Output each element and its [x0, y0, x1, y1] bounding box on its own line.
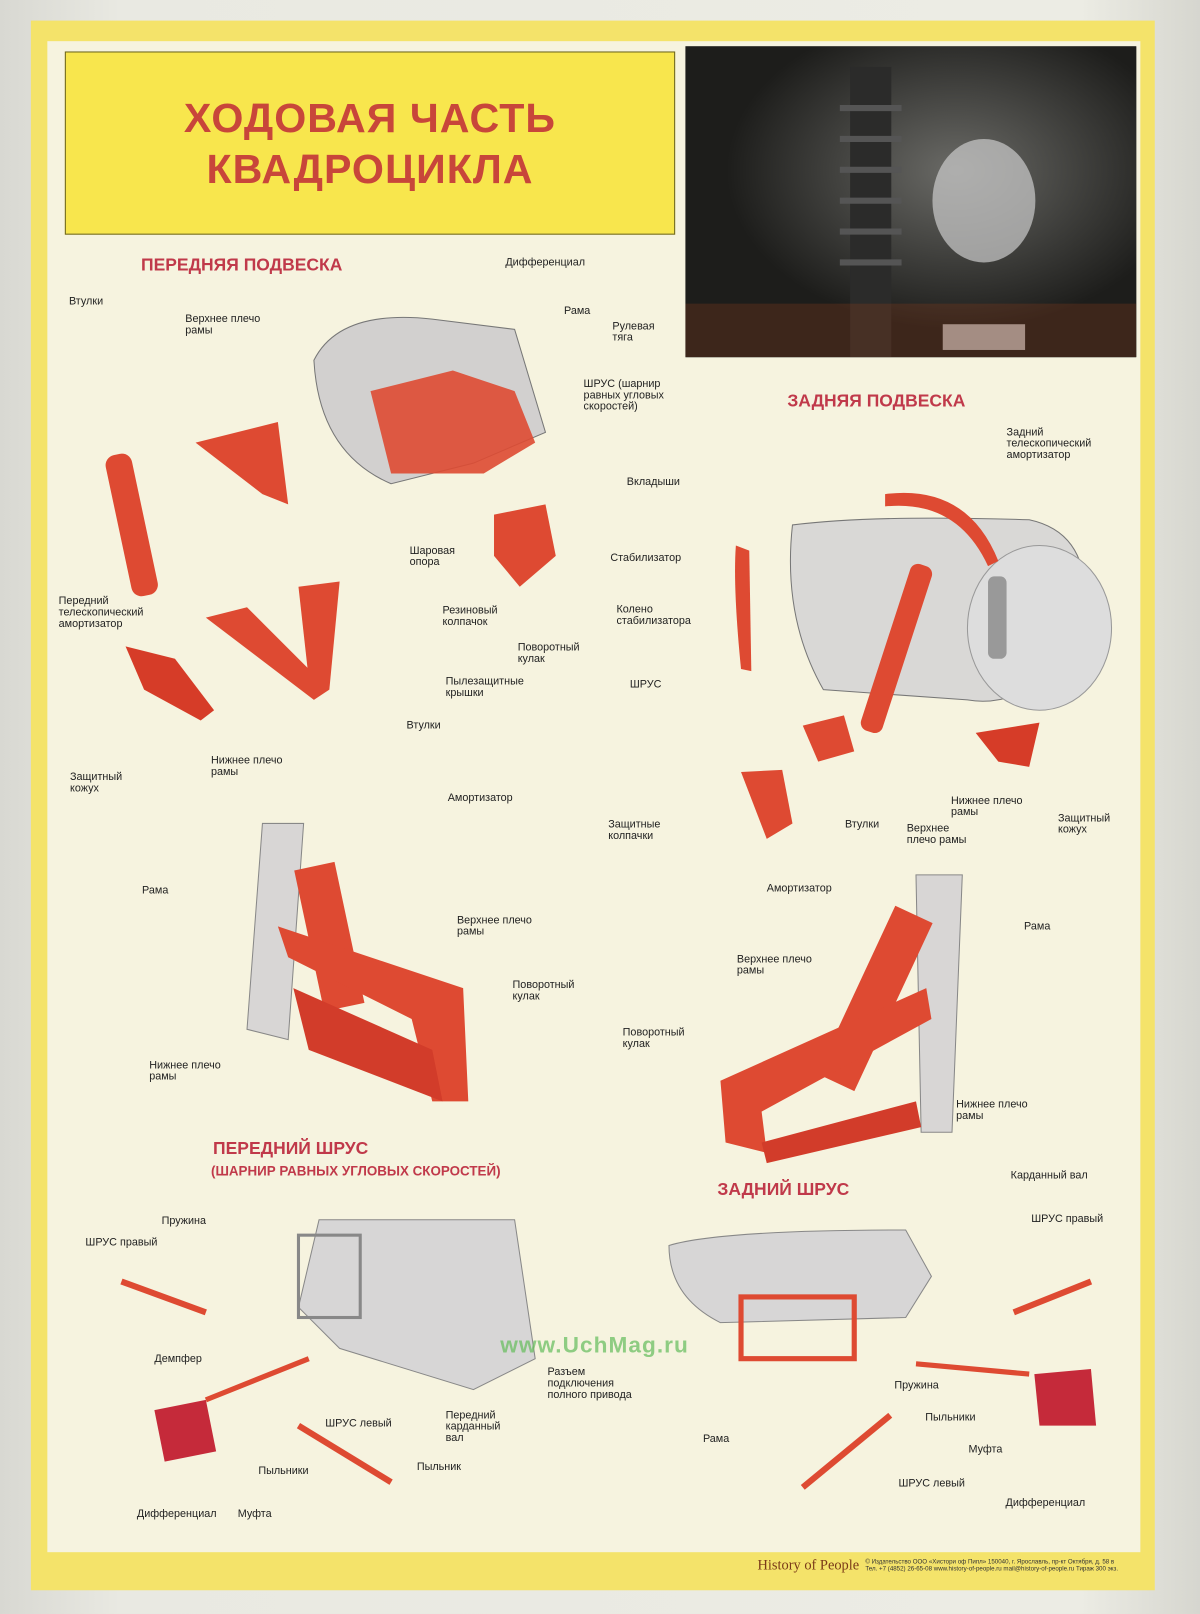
- label: Дифференциал: [136, 1507, 217, 1521]
- label: Защитные колпачки: [608, 818, 661, 842]
- label: Рама: [1024, 920, 1051, 933]
- label: ШРУС правый: [85, 1236, 158, 1249]
- heading-front-suspension: ПЕРЕДНЯЯ ПОДВЕСКА: [141, 255, 343, 275]
- rear-side-view-drawing: [720, 874, 963, 1164]
- label: Верхнее плечо рамы: [185, 312, 261, 337]
- label: Рулевая тяга: [612, 320, 655, 344]
- title-line-1: ХОДОВАЯ ЧАСТЬ: [183, 95, 557, 142]
- label: Разъем подключения полного привода: [547, 1365, 632, 1401]
- label: Амортизатор: [447, 791, 513, 804]
- label: Передний телескопический амортизатор: [58, 594, 144, 630]
- label: Стабилизатор: [610, 551, 682, 565]
- heading-rear-cv: ЗАДНИЙ ШРУС: [717, 1179, 850, 1200]
- label: ШРУС: [629, 678, 662, 691]
- label: Передний карданный вал: [445, 1409, 501, 1445]
- suspension-photo: [685, 46, 1137, 358]
- label: Поворотный кулак: [622, 1026, 685, 1050]
- label: Верхнее плечо рамы: [456, 914, 532, 938]
- imprint-text: © Издательство ООО «Хистори оф Пипл» 150…: [865, 1559, 1119, 1573]
- watermark: www.UchMag.ru: [500, 1331, 689, 1358]
- rear-cv-drawing: [668, 1229, 1097, 1490]
- label: Пружина: [161, 1214, 207, 1227]
- label: ШРУС (шарнир равных угловых скоростей): [583, 377, 664, 413]
- front-side-view-drawing: [246, 822, 469, 1102]
- footer: History of People © Издательство ООО «Хи…: [757, 1558, 1118, 1574]
- label: Дифференциал: [1005, 1496, 1086, 1509]
- label: Шаровая опора: [409, 544, 456, 569]
- label: Пылезащитные крышки: [445, 675, 524, 699]
- heading-front-cv-sub: (ШАРНИР РАВНЫХ УГЛОВЫХ СКОРОСТЕЙ): [210, 1163, 501, 1179]
- title-line-2: КВАДРОЦИКЛА: [206, 147, 534, 193]
- label: ШРУС левый: [898, 1477, 965, 1490]
- title-box: ХОДОВАЯ ЧАСТЬ КВАДРОЦИКЛА: [64, 51, 676, 235]
- label: Втулки: [844, 818, 880, 831]
- publisher-logo: History of People: [757, 1558, 860, 1574]
- label: Муфта: [968, 1443, 1003, 1456]
- label: Пыльники: [258, 1464, 309, 1478]
- label: Колено стабилизатора: [616, 603, 691, 627]
- label: Поворотный кулак: [512, 978, 575, 1003]
- front-cv-drawing: [120, 1219, 536, 1485]
- label: ШРУС правый: [1031, 1212, 1104, 1225]
- label: Нижнее плечо рамы: [950, 794, 1023, 819]
- label: Пружина: [894, 1379, 939, 1392]
- label: Защитный кожух: [69, 770, 123, 795]
- front-suspension-drawing: [105, 316, 556, 721]
- label: Амортизатор: [766, 882, 832, 895]
- label: Дифференциал: [505, 256, 586, 269]
- label: Пыльники: [925, 1411, 976, 1424]
- label: Нижнее плечо рамы: [956, 1098, 1028, 1122]
- label: Защитный кожух: [1058, 812, 1111, 836]
- label: Втулки: [406, 719, 441, 732]
- label: Демпфер: [154, 1352, 202, 1365]
- label: Рама: [564, 304, 591, 318]
- label: Вкладыши: [626, 475, 680, 488]
- label: Верхнее плечо рамы: [906, 822, 967, 847]
- label: Втулки: [68, 295, 104, 308]
- label: Нижнее плечо рамы: [149, 1059, 221, 1083]
- rear-suspension-drawing: [735, 492, 1113, 839]
- photo-shock-absorber: [685, 66, 1137, 358]
- label: Рама: [142, 884, 169, 897]
- heading-rear-suspension: ЗАДНЯЯ ПОДВЕСКА: [787, 391, 966, 411]
- label: Рама: [702, 1432, 730, 1446]
- label: Верхнее плечо рамы: [736, 953, 812, 977]
- label: Задний телескопический амортизатор: [1006, 426, 1092, 462]
- label: Муфта: [237, 1507, 272, 1521]
- label: Нижнее плечо рамы: [210, 754, 283, 779]
- heading-front-cv: ПЕРЕДНИЙ ШРУС: [213, 1138, 369, 1158]
- label: Карданный вал: [1010, 1169, 1088, 1182]
- label: ШРУС левый: [325, 1417, 392, 1430]
- label: Резиновый колпачок: [442, 604, 498, 628]
- label: Поворотный кулак: [517, 641, 580, 665]
- label: Пыльник: [416, 1460, 462, 1473]
